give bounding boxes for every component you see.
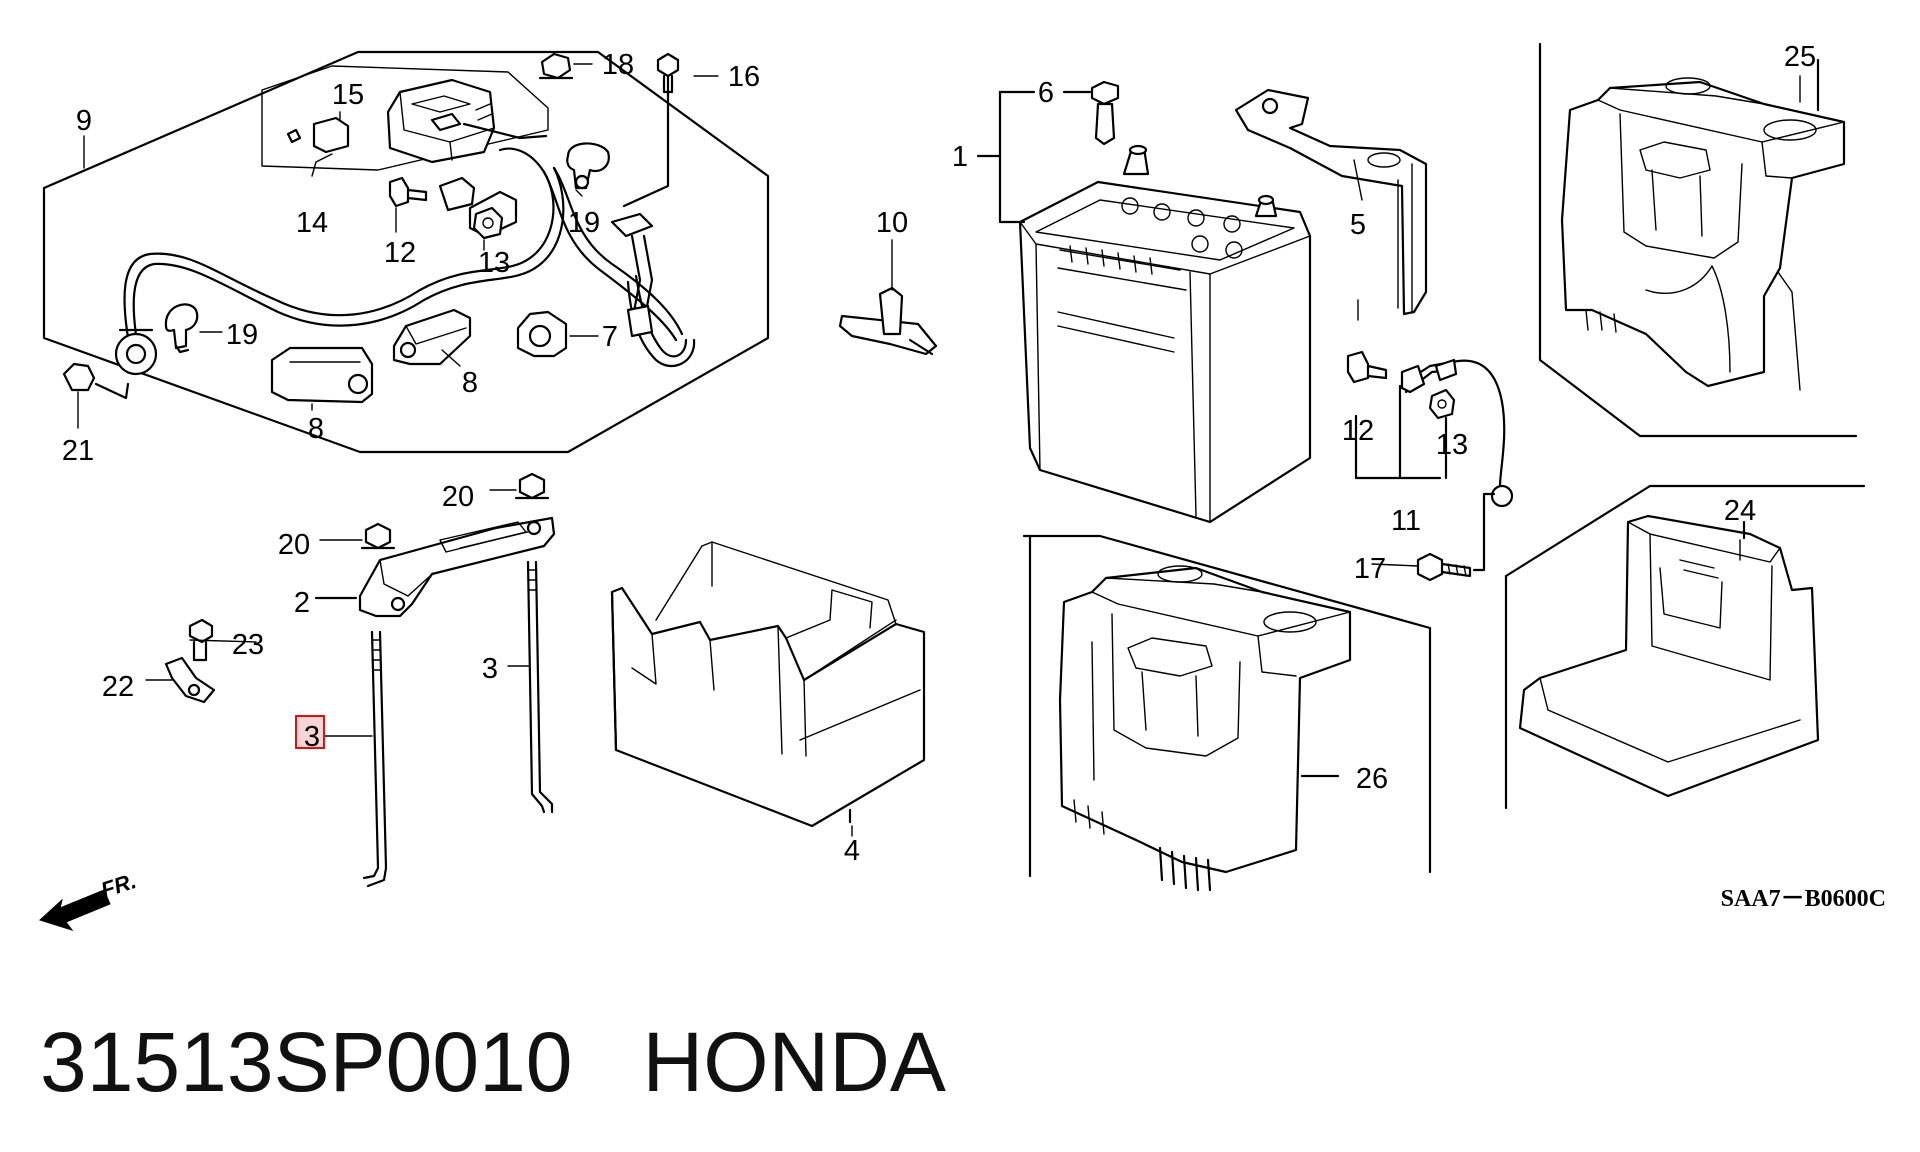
battery-caps [1121, 197, 1243, 259]
part-3-rod-left [362, 630, 388, 888]
part-25-battery-box [1560, 58, 1846, 391]
part-3-rod-right [526, 560, 554, 814]
callout-labels: 9 15 14 18 16 19 19 12 13 7 8 8 21 10 6 … [62, 41, 1816, 867]
callout-4: 4 [844, 835, 860, 867]
callout-24: 24 [1724, 495, 1756, 527]
part-4-battery-tray [610, 541, 926, 828]
part-11-negative-cable [1400, 358, 1514, 508]
part-12-bolt-lower [1346, 350, 1388, 384]
callout-18: 18 [602, 49, 634, 81]
highlight-box [295, 715, 325, 749]
callout-5: 5 [1350, 209, 1366, 241]
callout-16: 16 [728, 61, 760, 93]
ground-strap [610, 68, 670, 338]
callout-22: 22 [102, 671, 134, 703]
callout-21: 21 [62, 435, 94, 467]
bracket-lines-11 [1354, 384, 1448, 480]
part-8-cover-left [270, 346, 374, 404]
callout-8-right: 8 [462, 367, 478, 399]
callout-26: 26 [1356, 763, 1388, 795]
part-1-battery [976, 90, 1312, 524]
callout-13-lower: 13 [1436, 429, 1468, 461]
group-9-outline [42, 50, 770, 454]
callout-8-left: 8 [308, 413, 324, 445]
part-7-clip [516, 310, 568, 358]
part-26-battery-box [1058, 565, 1352, 892]
callout-10: 10 [876, 207, 908, 239]
callout-19-lower: 19 [226, 319, 258, 351]
callout-9: 9 [76, 105, 92, 137]
diagram-code: SAA7－B0600C [1721, 886, 1886, 912]
part-caption: 31513SP0010 HONDA [40, 1020, 946, 1104]
callout-20-right: 20 [442, 481, 474, 513]
callout-13-upper: 13 [478, 247, 510, 279]
part-20-nut-right [514, 472, 550, 500]
callout-3-right: 3 [482, 653, 498, 685]
part-24-battery-tray [1518, 514, 1820, 798]
callout-leaders [77, 63, 1801, 837]
part-6-bolt [1062, 80, 1120, 146]
part-number: 31513SP0010 [40, 1015, 573, 1109]
callout-12-upper: 12 [384, 237, 416, 269]
callout-1: 1 [952, 141, 968, 173]
part-10-bracket [838, 286, 938, 356]
box-25-frame [1538, 42, 1858, 438]
part-15-clip [286, 116, 350, 154]
part-13-nut-lower [1428, 388, 1456, 420]
callout-20-left: 20 [278, 529, 310, 561]
callout-23: 23 [232, 629, 264, 661]
part-20-nut-left [360, 522, 396, 550]
box-24-frame-top [1504, 484, 1866, 578]
callout-19-upper: 19 [568, 207, 600, 239]
callout-14: 14 [296, 207, 328, 239]
box-26-ribs [1158, 846, 1212, 892]
callout-17: 17 [1354, 553, 1386, 585]
part-17-bolt [1416, 492, 1496, 582]
part-19-clamp-upper [566, 142, 610, 190]
part-12-bolt-upper [388, 176, 428, 208]
part-21-nut [62, 362, 130, 400]
fuse-box [386, 78, 548, 164]
front-direction-arrow-icon: FR. [39, 868, 139, 931]
part-5-hold-down [1234, 88, 1428, 316]
frame-lines [42, 42, 1866, 878]
callout-25: 25 [1784, 41, 1816, 73]
part-8-cover-right [392, 308, 472, 366]
group-14-outline [261, 65, 549, 171]
callout-12-lower: 12 [1342, 415, 1374, 447]
part-16-bolt [656, 52, 680, 94]
part-13-nut-upper [472, 206, 504, 240]
callout-3-left: 3 [304, 721, 320, 753]
callout-11: 11 [1391, 505, 1421, 537]
part-23-bolt [188, 618, 214, 662]
callout-15: 15 [332, 79, 364, 111]
brand-name: HONDA [642, 1015, 946, 1109]
part-18-flange-nut [538, 52, 574, 80]
callout-7: 7 [602, 321, 618, 353]
part-19-clamp-lower [164, 303, 199, 354]
callout-2: 2 [294, 587, 310, 619]
part-2-hold-plate [314, 516, 556, 618]
box-26-frame [1022, 534, 1432, 874]
part-22-bracket [164, 656, 216, 704]
callout-6: 6 [1038, 77, 1054, 109]
direction-label: FR. [98, 868, 139, 903]
battery-vent-ribs [1069, 245, 1153, 275]
